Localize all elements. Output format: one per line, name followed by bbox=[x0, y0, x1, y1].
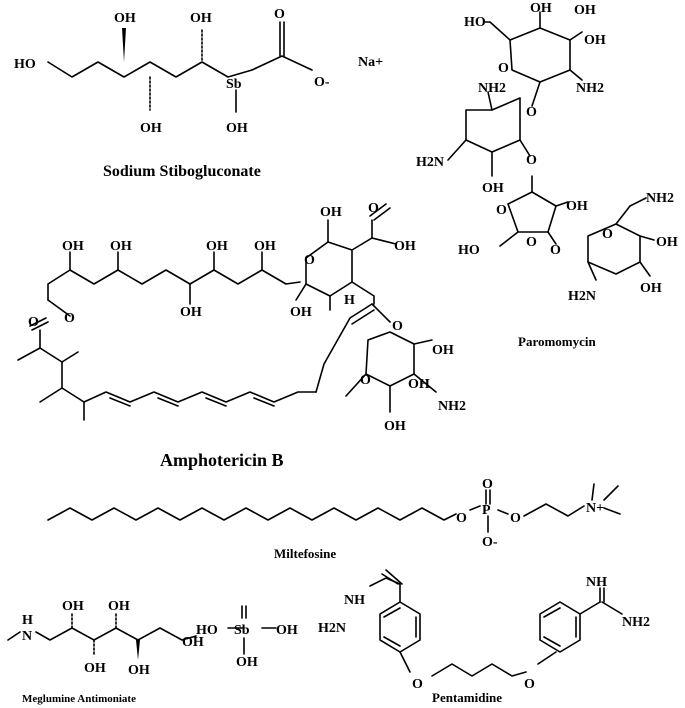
pentamidine-name: Pentamidine bbox=[432, 690, 502, 705]
sodium-stibogluconate-structure: OH OH O HO Sb O- Na+ OH OH Sodium Stibog… bbox=[14, 7, 383, 180]
stibogluconate-label-ho: HO bbox=[14, 57, 36, 72]
paromomycin-name: Paromomycin bbox=[518, 334, 597, 349]
pentamidine-structure: NH H2N O O NH NH2 Pentamidine bbox=[318, 569, 650, 705]
meglumine-antimoniate-structure: N H OH OH OH OH OH HO Sb OH OH Meglumine… bbox=[7, 599, 298, 705]
amphotericin-b-structure: OH O OH OH OH OH OH O OH O O OH OH H O O… bbox=[17, 201, 466, 470]
paromomycin-label-oh-mid: OH bbox=[482, 181, 504, 196]
paromomycin-label-o-link-3: O bbox=[550, 243, 561, 258]
amphotericin-label-h: H bbox=[344, 293, 355, 308]
antimoniate-label-ho: HO bbox=[196, 623, 218, 638]
meglumine-label-oh-1: OH bbox=[62, 599, 84, 614]
paromomycin-label-h2n-2: H2N bbox=[568, 289, 596, 304]
antimoniate-label-sb: Sb bbox=[234, 623, 250, 638]
amphotericin-label-o-glycoside: O bbox=[392, 319, 403, 334]
paromomycin-label-ho-bottom: HO bbox=[458, 243, 480, 258]
amphotericin-label-oh-5: OH bbox=[180, 305, 202, 320]
paromomycin-label-o-link-1: O bbox=[526, 105, 537, 120]
paromomycin-label-o-ring-3: O bbox=[602, 227, 613, 242]
amphotericin-label-oh-sugar-3: OH bbox=[384, 419, 406, 434]
stibogluconate-label-oh-1: OH bbox=[114, 11, 136, 26]
paromomycin-label-oh-bottom: OH bbox=[640, 281, 662, 296]
paromomycin-label-oh-furan: OH bbox=[566, 199, 588, 214]
stibogluconate-label-o-minus: O- bbox=[314, 75, 330, 90]
paromomycin-label-o-ring-1: O bbox=[498, 61, 509, 76]
pentamidine-label-nh-right: NH bbox=[586, 575, 607, 590]
paromomycin-label-oh-right: OH bbox=[656, 235, 678, 250]
amphotericin-label-o-ring: O bbox=[304, 253, 315, 268]
amphotericin-label-o-acid: O bbox=[368, 201, 379, 216]
miltefosine-structure: O O P O O- N+ Miltefosine bbox=[47, 477, 621, 561]
paromomycin-label-nh2-3: NH2 bbox=[646, 191, 674, 206]
meglumine-label-n: N bbox=[22, 629, 32, 644]
amphotericin-label-oh-4: OH bbox=[254, 239, 276, 254]
stibogluconate-name: Sodium Stibogluconate bbox=[103, 163, 261, 180]
stibogluconate-label-oh-3: OH bbox=[140, 121, 162, 136]
antimoniate-label-oh-bottom: OH bbox=[236, 655, 258, 670]
miltefosine-label-o-2: O bbox=[482, 477, 493, 492]
miltefosine-label-p: P bbox=[482, 503, 491, 518]
amphotericin-label-o-lactone-1: O bbox=[28, 315, 39, 330]
meglumine-label-oh-4: OH bbox=[128, 663, 150, 678]
amphotericin-label-oh-3: OH bbox=[206, 239, 228, 254]
paromomycin-label-o-ring-2: O bbox=[496, 203, 507, 218]
amphotericin-label-oh-sugar-2: OH bbox=[408, 377, 430, 392]
paromomycin-label-oh-top-3: OH bbox=[584, 33, 606, 48]
miltefosine-label-o-3: O bbox=[510, 511, 521, 526]
meglumine-label-h: H bbox=[22, 613, 33, 628]
miltefosine-name: Miltefosine bbox=[274, 546, 336, 561]
amphotericin-label-o-sugar-ring: O bbox=[360, 373, 371, 388]
pentamidine-label-o-left: O bbox=[412, 677, 423, 692]
miltefosine-label-o-minus: O- bbox=[482, 535, 498, 550]
amphotericin-label-oh-2: OH bbox=[110, 239, 132, 254]
miltefosine-label-o-1: O bbox=[456, 511, 467, 526]
meglumine-label-oh-2: OH bbox=[108, 599, 130, 614]
paromomycin-label-oh-top-1: OH bbox=[530, 1, 552, 16]
stibogluconate-label-sb: Sb bbox=[226, 77, 242, 92]
pentamidine-label-o-right: O bbox=[524, 677, 535, 692]
meglumine-antimoniate-name: Meglumine Antimoniate bbox=[22, 693, 136, 705]
paromomycin-structure: OH OH HO OH O NH2 NH2 O H2N O OH O OH NH… bbox=[416, 1, 678, 349]
paromomycin-label-oh-top-2: OH bbox=[574, 3, 596, 18]
miltefosine-label-n-plus: N+ bbox=[586, 501, 604, 516]
paromomycin-label-o-link-2: O bbox=[526, 153, 537, 168]
stibogluconate-label-o: O bbox=[274, 7, 285, 22]
paromomycin-label-o-furan: O bbox=[526, 235, 537, 250]
paromomycin-label-nh2-2: NH2 bbox=[478, 81, 506, 96]
antimoniate-label-oh-right: OH bbox=[276, 623, 298, 638]
stibogluconate-label-oh-4: OH bbox=[226, 121, 248, 136]
amphotericin-label-o-lactone-2: O bbox=[64, 311, 75, 326]
paromomycin-label-h2n-1: H2N bbox=[416, 155, 444, 170]
amphotericin-label-oh-6: OH bbox=[290, 305, 312, 320]
meglumine-label-oh-5: OH bbox=[182, 635, 204, 650]
stibogluconate-label-na-plus: Na+ bbox=[358, 55, 383, 70]
meglumine-label-oh-3: OH bbox=[84, 661, 106, 676]
paromomycin-label-nh2-1: NH2 bbox=[576, 81, 604, 96]
amphotericin-label-nh2: NH2 bbox=[438, 399, 466, 414]
amphotericin-b-name: Amphotericin B bbox=[160, 450, 284, 470]
pentamidine-label-h2n: H2N bbox=[318, 621, 346, 636]
pentamidine-label-nh2: NH2 bbox=[622, 615, 650, 630]
amphotericin-label-oh-ring: OH bbox=[320, 205, 342, 220]
amphotericin-label-oh-sugar: OH bbox=[432, 343, 454, 358]
stibogluconate-label-oh-2: OH bbox=[190, 11, 212, 26]
amphotericin-label-oh-acid: OH bbox=[394, 239, 416, 254]
paromomycin-label-ho: HO bbox=[464, 15, 486, 30]
pentamidine-label-nh-left: NH bbox=[344, 593, 365, 608]
amphotericin-label-oh-1: OH bbox=[62, 239, 84, 254]
